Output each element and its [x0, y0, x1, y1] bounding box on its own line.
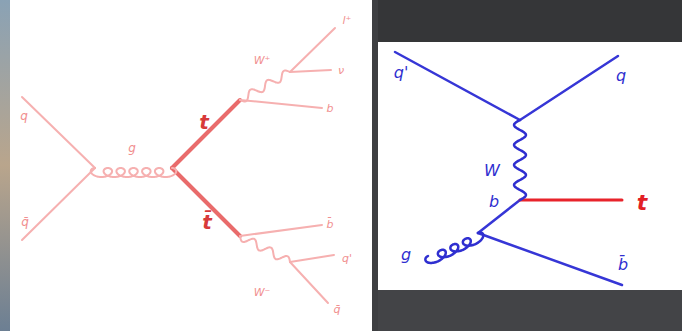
left-panel: [10, 0, 372, 331]
neutrino-line: [290, 70, 331, 72]
particle-label: W⁻: [254, 287, 271, 298]
particle-label: b: [327, 103, 334, 114]
antiquark-line: [22, 168, 95, 240]
particle-label: b̄: [327, 219, 334, 230]
particle-label: g: [401, 247, 411, 263]
particle-label: b: [489, 194, 499, 210]
w-boson-line: [240, 236, 290, 262]
particle-label: W⁺: [254, 55, 271, 66]
antiquark-line: [290, 262, 328, 303]
antitop-line: [172, 168, 240, 236]
bbar-line: [240, 225, 322, 236]
particle-label: t: [637, 192, 648, 214]
particle-label: g: [128, 142, 136, 154]
quark-line: [520, 56, 618, 120]
b-line: [240, 100, 322, 108]
single-top-diagram: [395, 52, 622, 285]
right-panel: [378, 42, 682, 290]
ttbar-diagram: [22, 28, 335, 303]
lepton-line: [290, 28, 335, 72]
top-line: [520, 199, 622, 202]
boson-lines: [91, 71, 526, 263]
top-band: [378, 0, 682, 42]
w-boson-line: [240, 71, 290, 102]
particle-label: l⁺: [343, 15, 352, 26]
particle-label: q: [616, 68, 626, 84]
particle-label: q̄: [21, 216, 29, 228]
particle-label: q': [394, 65, 409, 81]
gluon-line: [91, 168, 177, 177]
quark-line: [290, 255, 334, 262]
particle-label: q': [342, 253, 352, 264]
gluon-line: [425, 233, 483, 263]
photo-sliver: [0, 0, 10, 331]
particle-label: q̄: [334, 304, 341, 315]
w-boson-line: [514, 120, 526, 200]
bbar-line: [478, 233, 622, 285]
quark-line: [395, 52, 520, 120]
particle-label: b̄: [618, 257, 628, 273]
bottom-band: [378, 290, 682, 331]
particle-label: t: [199, 112, 209, 132]
particle-label: ν: [338, 65, 344, 76]
quark-line: [22, 97, 95, 168]
particle-label: t̄: [202, 212, 212, 232]
particle-label: W: [484, 163, 500, 179]
top-line: [172, 100, 240, 168]
particle-label: q: [20, 110, 28, 122]
